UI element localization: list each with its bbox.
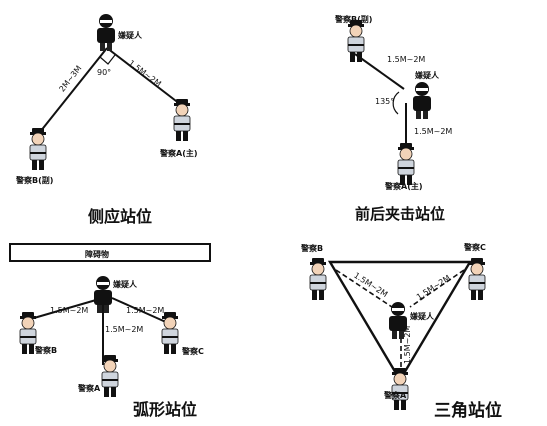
distance-line-right <box>106 47 181 105</box>
suspect-label: 嫌疑人 <box>117 30 143 40</box>
officer-a-label: 警察A <box>77 383 101 393</box>
officer-b-figure <box>29 127 47 171</box>
officer-a-label: 警察A(主) <box>384 181 423 191</box>
distance-line-left <box>33 299 97 319</box>
officer-c-figure <box>161 311 179 355</box>
suspect-label: 嫌疑人 <box>414 70 440 80</box>
angle-label: 90° <box>97 68 111 77</box>
officer-a-figure <box>397 142 415 186</box>
distance-line-left <box>335 269 393 308</box>
distance-line-top <box>354 53 405 90</box>
right-angle-mark <box>99 54 116 65</box>
distance-label-right: 1.5M~2M <box>126 306 164 315</box>
panel-title: 三角站位 <box>434 400 502 421</box>
distance-label-bottom: 1.5M~2M <box>414 127 452 136</box>
officer-b-label: 警察B <box>300 243 323 253</box>
distance-line-left <box>39 47 108 133</box>
officer-a-figure <box>173 98 191 142</box>
officer-b-label: 警察B(副) <box>15 175 53 185</box>
barrier-box <box>9 243 211 262</box>
officer-c-figure <box>468 257 486 301</box>
distance-label-left: 1.5M~2M <box>50 306 88 315</box>
distance-label-right: 1.5M~2M <box>127 58 163 88</box>
distance-line-right <box>111 297 169 324</box>
officer-a-label: 警察A <box>383 390 407 400</box>
officer-a-figure <box>101 354 119 398</box>
panel-title: 侧应站位 <box>88 207 152 226</box>
officer-b-label: 警察B(副) <box>334 14 372 24</box>
distance-label-left: 2M~3M <box>57 64 83 94</box>
barrier-label: 障碍物 <box>85 249 109 259</box>
distance-label-right: 1.5M~2M <box>415 273 452 301</box>
officer-c-label: 警察C <box>463 242 486 252</box>
suspect-label: 嫌疑人 <box>112 279 138 289</box>
angle-label: 135° <box>375 97 394 106</box>
officer-c-label: 警察C <box>181 346 204 356</box>
officer-b-label: 警察B <box>34 345 57 355</box>
distance-label-mid: 1.5M~2M <box>105 325 143 334</box>
panel-triangle: 警察B 警察C 1.5M~2M 1.5M~2M 嫌疑人 1.5M~2M 警察A … <box>300 242 502 421</box>
suspect-figure <box>97 14 115 51</box>
officer-a-label: 警察A(主) <box>159 148 198 158</box>
panel-front-back: 警察B(副) 1.5M~2M 嫌疑人 135° 1.5M~2M 警察A(主) 前… <box>334 14 452 223</box>
officer-a-figure <box>391 367 409 411</box>
officer-b-figure <box>19 311 37 355</box>
suspect-label: 嫌疑人 <box>409 311 435 321</box>
distance-label-bottom: 1.5M~2M <box>403 326 412 364</box>
panel-title: 前后夹击站位 <box>355 205 445 223</box>
panel-arc: 障碍物 嫌疑人 1.5M~2M 1.5M~2M 1.5M~2M 警察B 警察A … <box>9 243 211 419</box>
panel-side: 嫌疑人 90° 2M~3M 1.5M~2M 警察B(副) 警察A(主) 侧应站位 <box>15 14 198 226</box>
triangle-outline <box>327 260 473 383</box>
officer-b-figure <box>309 257 327 301</box>
panel-title: 弧形站位 <box>133 400 197 419</box>
suspect-figure <box>413 82 431 119</box>
distance-label-top: 1.5M~2M <box>387 55 425 64</box>
distance-line-right <box>409 269 465 308</box>
angle-arc <box>392 91 400 115</box>
